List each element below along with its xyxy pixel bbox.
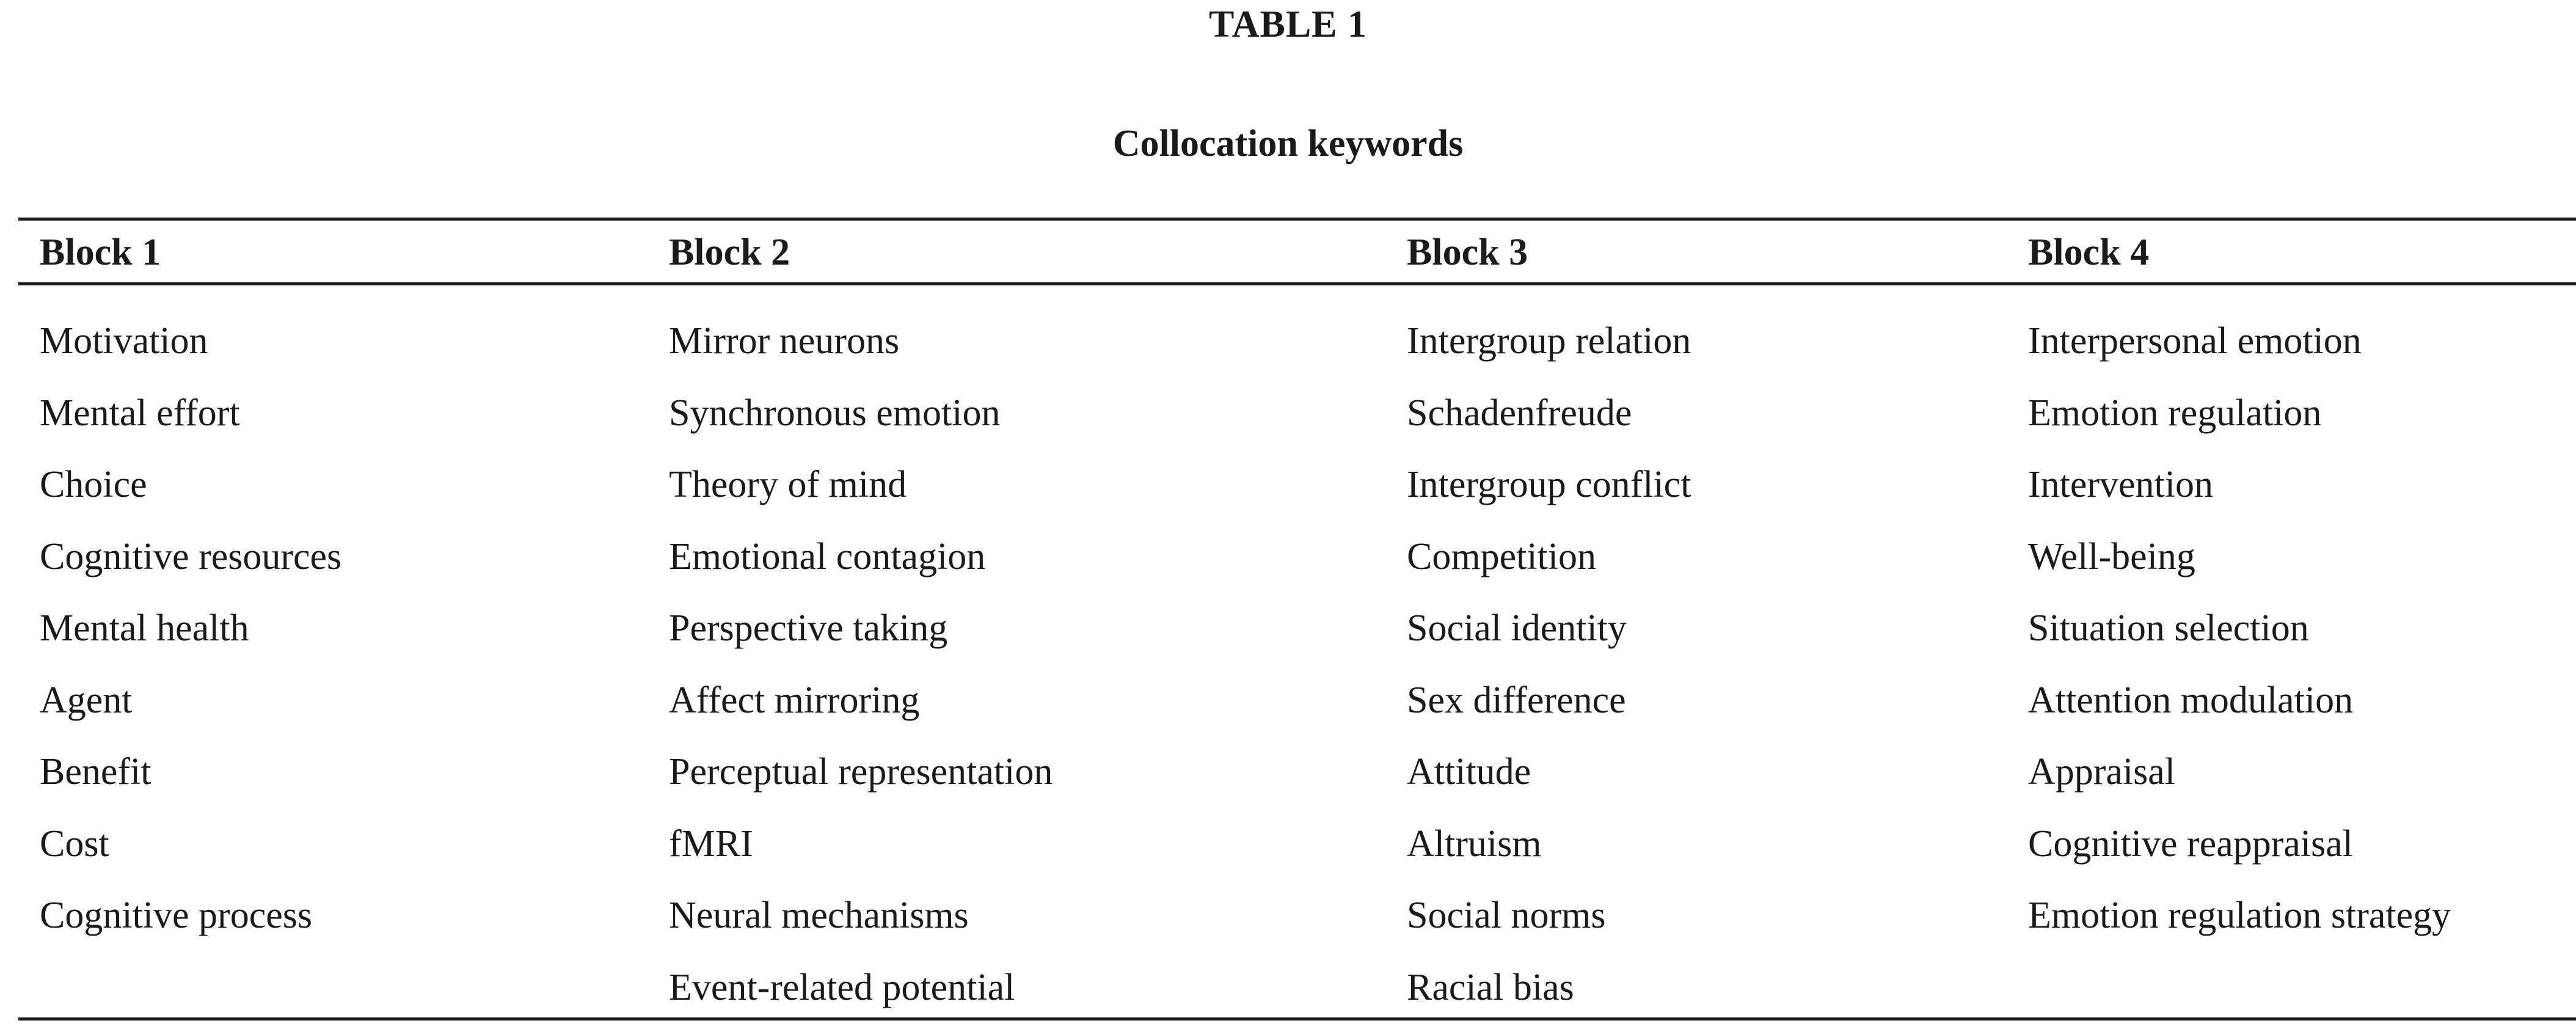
table-cell: Appraisal [2028, 751, 2176, 793]
column-header-block-2: Block 2 [669, 232, 790, 273]
table-cell: Choice [40, 464, 147, 505]
table-cell: Synchronous emotion [669, 392, 1001, 434]
column-block-4: Interpersonal emotion Emotion regulation… [2028, 306, 2451, 952]
table-cell: Sex difference [1407, 679, 1626, 721]
column-header-block-4: Block 4 [2028, 232, 2150, 273]
table-cell: Motivation [40, 320, 208, 362]
table-cell: Cost [40, 823, 109, 865]
table-cell: Interpersonal emotion [2028, 320, 2362, 362]
table-cell: Social identity [1407, 607, 1627, 649]
table-cell: Perceptual representation [669, 751, 1053, 793]
table-cell: Well-being [2028, 535, 2195, 577]
table-cell: Mental health [40, 607, 249, 649]
table-cell: Cognitive process [40, 895, 312, 936]
table-cell: Event-related potential [669, 966, 1015, 1008]
table-cell: Racial bias [1407, 966, 1574, 1008]
column-block-3: Intergroup relation Schadenfreude Interg… [1407, 306, 1691, 1024]
table-cell: Attitude [1407, 751, 1531, 793]
table-cell: Emotion regulation [2028, 392, 2322, 434]
table-cell: Mental effort [40, 392, 240, 434]
table-cell: Intergroup conflict [1407, 464, 1691, 505]
table-cell: Intervention [2028, 464, 2214, 505]
table-cell: Cognitive reappraisal [2028, 823, 2353, 865]
table-cell: Agent [40, 679, 133, 721]
table-cell: Benefit [40, 751, 151, 793]
table-cell: Perspective taking [669, 607, 948, 649]
table-cell: Emotional contagion [669, 535, 986, 577]
table-cell: Situation selection [2028, 607, 2309, 649]
table-top-rule [18, 218, 2576, 221]
table-cell: Mirror neurons [669, 320, 900, 362]
table-cell: Neural mechanisms [669, 895, 969, 936]
column-block-2: Mirror neurons Synchronous emotion Theor… [669, 306, 1053, 1024]
table-header-row: Block 1 Block 2 Block 3 Block 4 [0, 226, 2576, 279]
table-caption: Collocation keywords [1112, 123, 1464, 164]
table-bottom-rule [18, 1017, 2576, 1021]
column-header-block-3: Block 3 [1407, 232, 1528, 273]
column-header-block-1: Block 1 [40, 232, 161, 273]
table-cell: Social norms [1407, 895, 1606, 936]
table-cell: Attention modulation [2028, 679, 2354, 721]
table-number: TABLE 1 [1208, 4, 1368, 45]
table-header-rule [18, 282, 2576, 285]
table-cell: Affect mirroring [669, 679, 920, 721]
table-cell: Intergroup relation [1407, 320, 1691, 362]
table-cell: Competition [1407, 535, 1596, 577]
table-cell: fMRI [669, 823, 753, 865]
table-cell: Schadenfreude [1407, 392, 1632, 434]
table-cell: Emotion regulation strategy [2028, 895, 2451, 936]
table-cell: Theory of mind [669, 464, 907, 505]
table-cell: Altruism [1407, 823, 1542, 865]
table-cell: Cognitive resources [40, 535, 342, 577]
column-block-1: Motivation Mental effort Choice Cognitiv… [40, 306, 341, 952]
